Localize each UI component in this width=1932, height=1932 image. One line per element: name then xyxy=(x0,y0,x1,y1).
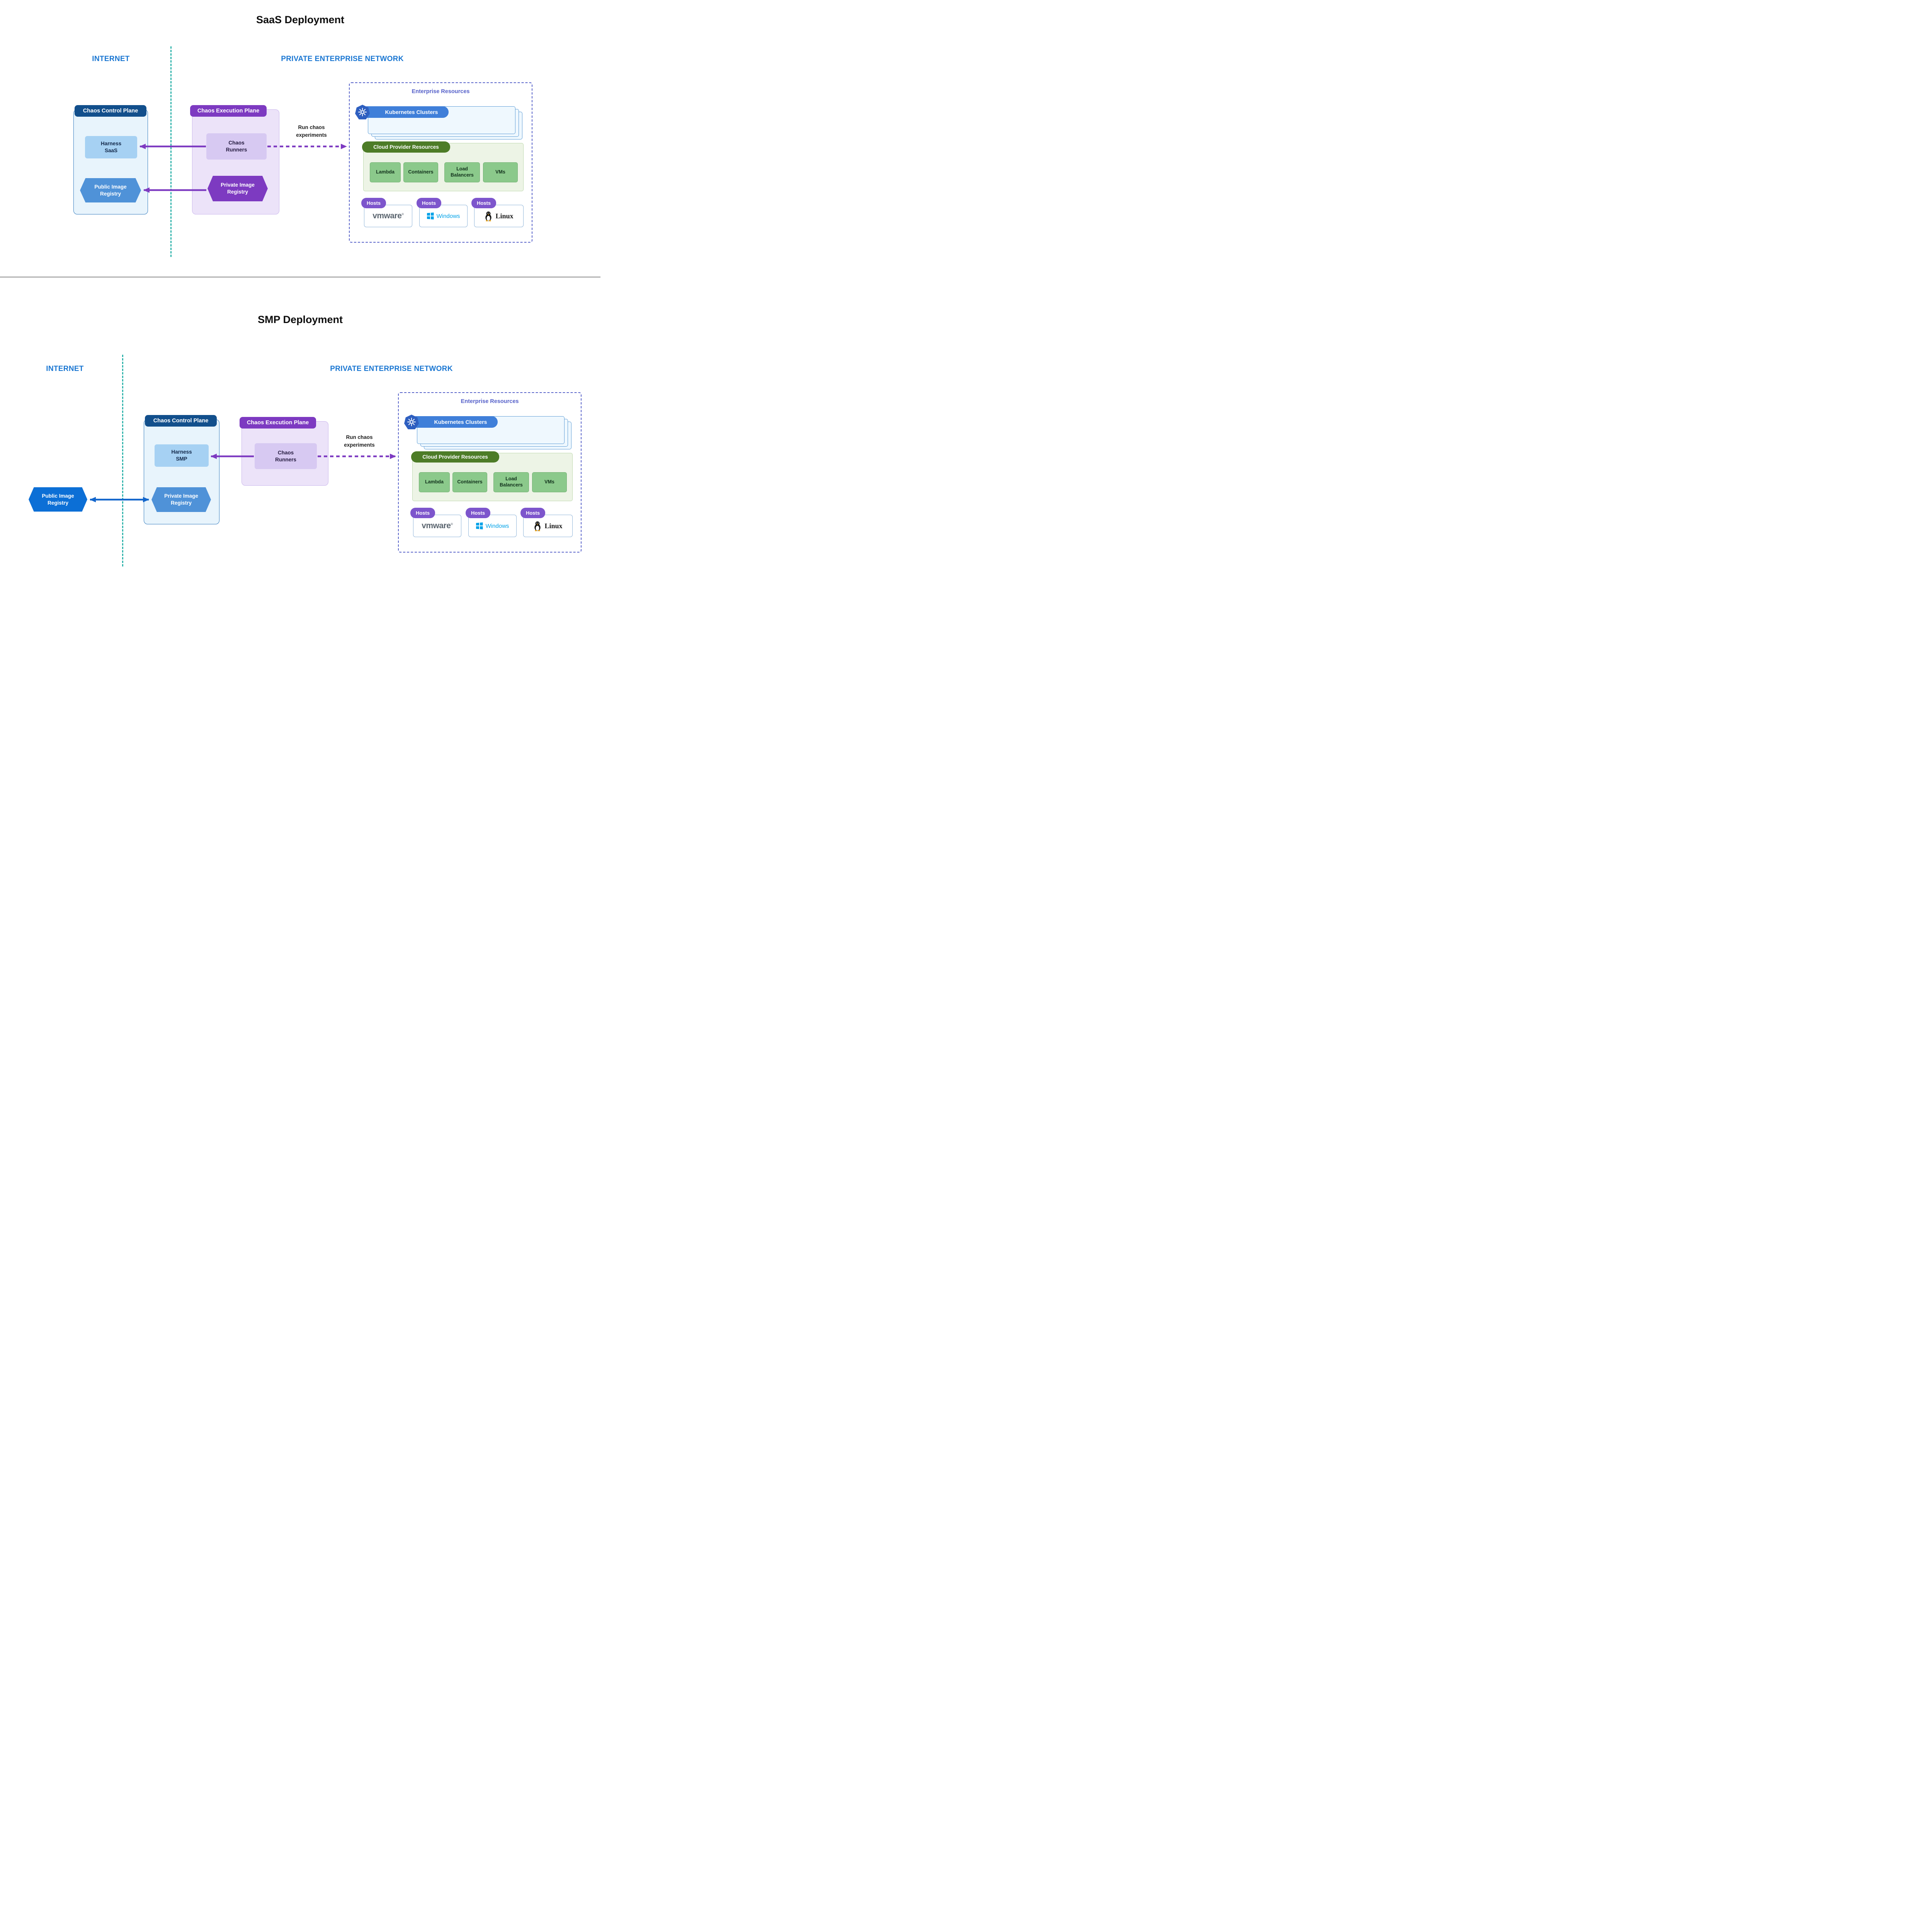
windows-icon xyxy=(476,522,483,529)
public-image-registry-hexagon: Public Image Registry xyxy=(29,487,87,512)
internet-zone-label: INTERNET xyxy=(46,365,84,373)
cloud-item-load-balancers: Load Balancers xyxy=(493,472,529,492)
chaos-runners-box: Chaos Runners xyxy=(255,443,317,469)
chaos-control-plane-header: Chaos Control Plane xyxy=(75,105,146,117)
hosts-pill-vmware: Hosts xyxy=(361,198,386,208)
linux-logo: Linux xyxy=(544,522,563,530)
enterprise-resources-panel: Enterprise Resources Kubernetes Clusters… xyxy=(398,392,582,553)
host-box-windows: Windows xyxy=(419,205,468,227)
kubernetes-icon xyxy=(355,105,370,119)
chaos-execution-plane-header: Chaos Execution Plane xyxy=(190,105,267,117)
host-box-linux: Linux xyxy=(474,205,524,227)
linux-penguin-icon xyxy=(534,521,541,531)
cloud-item-containers: Containers xyxy=(403,162,438,182)
diagram-canvas: SaaS Deployment INTERNET PRIVATE ENTERPR… xyxy=(0,0,600,581)
cloud-item-load-balancers: Load Balancers xyxy=(444,162,480,182)
cloud-item-vms: VMs xyxy=(532,472,567,492)
vmware-logo: vmware® xyxy=(422,521,453,530)
cloud-item-lambda: Lambda xyxy=(370,162,401,182)
hosts-pill-linux: Hosts xyxy=(471,198,496,208)
cloud-item-lambda: Lambda xyxy=(419,472,450,492)
hosts-pill-linux: Hosts xyxy=(520,508,545,518)
private-network-zone-label: PRIVATE ENTERPRISE NETWORK xyxy=(330,365,453,373)
run-chaos-experiments-label: Run chaos experiments xyxy=(296,124,327,138)
chaos-runners-box: Chaos Runners xyxy=(206,133,267,160)
enterprise-resources-panel: Enterprise Resources Kubernetes Clusters… xyxy=(349,82,532,243)
hosts-pill-vmware: Hosts xyxy=(410,508,435,518)
harness-saas-box: Harness SaaS xyxy=(85,136,137,158)
hosts-pill-windows: Hosts xyxy=(466,508,490,518)
host-box-vmware: vmware® xyxy=(364,205,412,227)
network-boundary-divider xyxy=(170,46,172,257)
kubernetes-icon xyxy=(404,415,419,429)
cloud-provider-resources-pill: Cloud Provider Resources xyxy=(411,451,499,463)
private-network-zone-label: PRIVATE ENTERPRISE NETWORK xyxy=(281,55,404,63)
windows-logo: Windows xyxy=(436,213,460,219)
host-box-windows: Windows xyxy=(468,515,517,537)
vmware-logo: vmware® xyxy=(372,211,404,220)
cloud-item-containers: Containers xyxy=(452,472,487,492)
enterprise-resources-title: Enterprise Resources xyxy=(412,88,470,95)
private-image-registry-hexagon: Private Image Registry xyxy=(151,487,211,512)
kubernetes-clusters-pill: Kubernetes Clusters xyxy=(361,106,449,118)
enterprise-resources-title: Enterprise Resources xyxy=(461,398,519,405)
smp-title: SMP Deployment xyxy=(257,314,343,325)
chaos-control-plane-header: Chaos Control Plane xyxy=(145,415,217,427)
linux-penguin-icon xyxy=(485,211,492,221)
network-boundary-divider xyxy=(122,355,123,566)
chaos-execution-plane-header: Chaos Execution Plane xyxy=(240,417,316,429)
linux-logo: Linux xyxy=(495,212,514,220)
kubernetes-clusters-pill: Kubernetes Clusters xyxy=(410,416,498,428)
cloud-provider-resources-pill: Cloud Provider Resources xyxy=(362,141,450,153)
host-box-vmware: vmware® xyxy=(413,515,461,537)
host-box-linux: Linux xyxy=(523,515,573,537)
run-chaos-experiments-label: Run chaos experiments xyxy=(344,434,375,448)
cloud-item-vms: VMs xyxy=(483,162,518,182)
harness-smp-box: Harness SMP xyxy=(155,444,209,467)
windows-logo: Windows xyxy=(485,522,509,529)
private-image-registry-hexagon: Private Image Registry xyxy=(207,176,268,201)
windows-icon xyxy=(427,213,434,219)
hosts-pill-windows: Hosts xyxy=(417,198,441,208)
saas-title: SaaS Deployment xyxy=(256,14,345,26)
internet-zone-label: INTERNET xyxy=(92,55,130,63)
public-image-registry-hexagon: Public Image Registry xyxy=(80,178,141,202)
